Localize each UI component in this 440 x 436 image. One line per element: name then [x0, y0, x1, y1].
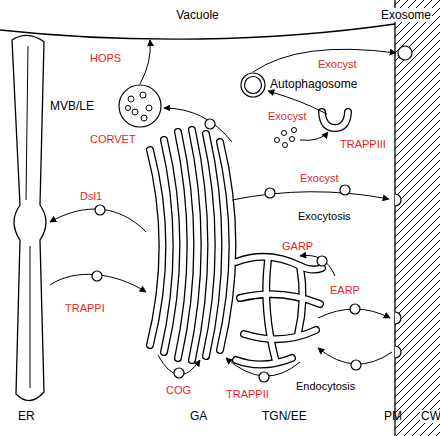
- text-label: TGN/EE: [262, 410, 307, 423]
- node-shape: [240, 72, 266, 98]
- trafficking-arrows: [50, 91, 392, 376]
- text-label: PM: [384, 410, 402, 423]
- er-lumen: [26, 46, 30, 388]
- node-text: Vacuole: [0, 8, 395, 22]
- text-label: ER: [18, 410, 35, 423]
- vesicles: [92, 119, 361, 382]
- text-label: Exocyst: [300, 172, 339, 185]
- text-label: EARP: [330, 284, 360, 297]
- text-label: GA: [190, 410, 207, 423]
- autophagosome-circle: Autophagosome: [240, 72, 266, 98]
- connector-arrow: [140, 40, 150, 84]
- plasma-membrane: [394, 0, 395, 436]
- node-text: MVB/LE: [50, 99, 94, 113]
- small-vesicles: [275, 128, 297, 148]
- text-label: Dsl1: [80, 190, 102, 203]
- node-text: Autophagosome: [270, 77, 357, 91]
- text-label: Exocytosis: [298, 210, 351, 223]
- node-shape: [0, 0, 395, 44]
- text-label: COG: [166, 384, 191, 397]
- er-outline: [12, 35, 46, 400]
- exosome-membrane: [398, 46, 412, 60]
- text-label: CW: [420, 410, 440, 423]
- node-text: Exosome: [380, 8, 432, 22]
- autophagosome-inner: [245, 77, 262, 94]
- connector-arrow: [253, 49, 396, 72]
- autophagosome-outer: [241, 73, 265, 97]
- golgi-outline: [150, 112, 348, 365]
- exosome-circle: Exosome: [396, 44, 414, 62]
- vacuole-band: Vacuole: [0, 0, 395, 44]
- node-shape: [396, 44, 414, 62]
- text-label: GARP: [282, 240, 313, 253]
- text-label: TRAPPI: [65, 302, 105, 315]
- text-label: TRAPPII: [226, 388, 269, 401]
- golgi-lumen: [150, 112, 348, 365]
- cell-wall-hatch: [395, 0, 440, 436]
- membrane-bumps: [395, 194, 401, 358]
- mvb-circle: MVB/LE: [118, 84, 162, 128]
- node-shape: [118, 84, 162, 128]
- vacuole-membrane: [0, 24, 395, 39]
- edge-label: Exocyst: [318, 58, 357, 71]
- edge-label: HOPS: [90, 52, 121, 65]
- text-label: Exocyst: [268, 110, 307, 123]
- text-label: CORVET: [90, 133, 136, 146]
- mvb-membrane: [119, 85, 161, 127]
- intraluminal-vesicles: [126, 92, 153, 121]
- text-label: TRAPPIII: [340, 138, 386, 151]
- text-label: Endocytosis: [296, 380, 355, 393]
